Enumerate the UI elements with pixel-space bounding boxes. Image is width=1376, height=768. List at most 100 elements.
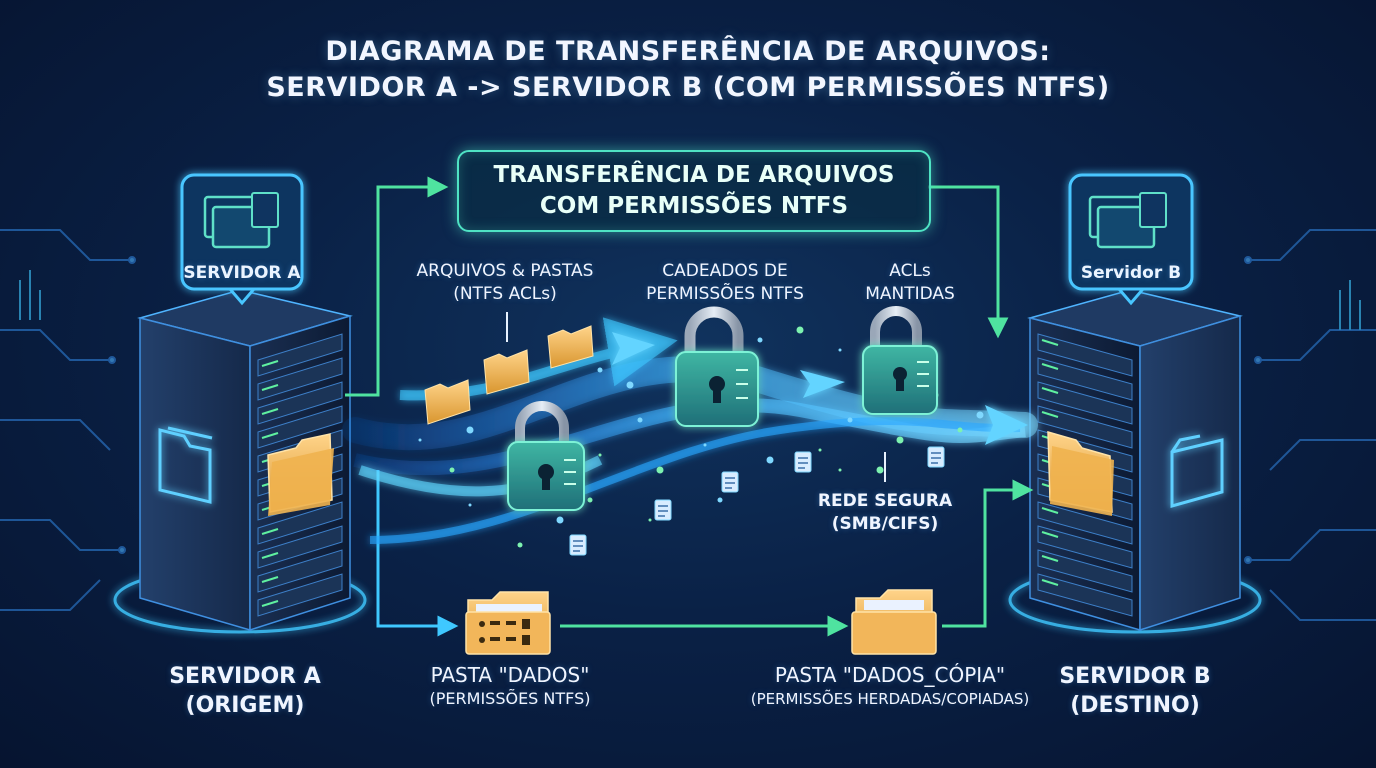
rack-slot <box>1037 549 1133 593</box>
network-label-line1: REDE SEGURA <box>817 491 953 511</box>
arrow-top-left <box>345 176 449 397</box>
checklist-icon <box>736 369 748 399</box>
rack-slot <box>257 357 343 401</box>
locks-label: CADEADOS DE PERMISSÕES NTFS <box>615 260 835 306</box>
rack-slot <box>1037 405 1133 449</box>
files-label: ARQUIVOS & PASTAS (NTFS ACLs) <box>395 260 615 306</box>
document-icon <box>569 534 587 556</box>
folder-stack-icon <box>203 192 279 249</box>
particle-dot <box>637 417 643 423</box>
particle-dot <box>556 516 564 524</box>
folder-outline-icon <box>1170 434 1224 508</box>
particle-dot <box>766 456 774 464</box>
folder-dados-copia-label-line2: (PERMISSÕES HERDADAS/COPIADAS) <box>750 690 1030 708</box>
folder-icon <box>267 433 334 516</box>
folder-dados-icon <box>465 591 551 655</box>
folder-icon <box>483 349 530 395</box>
server-a-label-line1: SERVIDOR A <box>169 664 321 689</box>
rack-slot <box>257 333 343 377</box>
arrow-bottom-right <box>942 479 1034 628</box>
server-b-tag-box <box>1068 173 1194 306</box>
padlock-icon <box>862 306 938 415</box>
particle-dot <box>976 411 984 419</box>
rack-slot <box>1037 525 1133 569</box>
particle-dot <box>796 326 804 334</box>
network-label-line2: (SMB/CIFS) <box>831 514 939 534</box>
document-icons <box>569 446 945 556</box>
diagram-title-line2: SERVIDOR A -> SERVIDOR B (COM PERMISSÕES… <box>266 72 1110 103</box>
acls-label-line1: ACLs <box>889 261 931 281</box>
document-icon <box>654 499 672 521</box>
particle-dot <box>838 468 842 472</box>
folder-dados-label-line2: (PERMISSÕES NTFS) <box>429 689 591 708</box>
server-b-tag: Servidor B <box>1080 263 1182 283</box>
network-label: REDE SEGURA (SMB/CIFS) <box>770 490 1000 536</box>
particle-dot <box>468 503 472 507</box>
diagram-title-line1: DIAGRAMA DE TRANSFERÊNCIA DE ARQUIVOS: <box>325 36 1051 67</box>
rack-slot <box>1037 333 1133 377</box>
folder-stack-icon <box>1088 192 1167 249</box>
rack-slot <box>257 525 343 569</box>
locks-label-line2: PERMISSÕES NTFS <box>646 284 804 304</box>
rack-slot <box>1037 501 1133 545</box>
particle-dot <box>626 381 634 389</box>
rack-slot <box>257 573 343 617</box>
particle-dot <box>838 348 842 352</box>
particle-dot <box>896 436 904 444</box>
particle-dot <box>597 367 603 373</box>
rack-slot <box>257 405 343 449</box>
acls-label-line2: MANTIDAS <box>865 284 955 304</box>
folder-dados-label-line1: PASTA "DADOS" <box>430 663 590 687</box>
folder-dados-copia-label: PASTA "DADOS_CÓPIA" (PERMISSÕES HERDADAS… <box>700 662 1080 710</box>
padlock-icon <box>675 306 759 427</box>
particle-dot <box>847 417 853 423</box>
server-a-label: SERVIDOR A (ORIGEM) <box>150 662 340 720</box>
folder-dados-copia-label-line1: PASTA "DADOS_CÓPIA" <box>774 663 1006 687</box>
files-label-line2: (NTFS ACLs) <box>453 284 557 304</box>
folder-outline-icon <box>158 426 213 504</box>
particle-dot <box>598 453 602 457</box>
rack-slot <box>1037 357 1133 401</box>
folder-dados-copia-icon <box>851 589 937 655</box>
rack-slot <box>257 549 343 593</box>
banner-line2: COM PERMISSÕES NTFS <box>539 193 849 219</box>
arrow-top-right <box>928 185 1009 339</box>
document-icon <box>927 446 945 468</box>
particle-dot <box>717 497 723 503</box>
arrow-bottom-left <box>376 470 459 637</box>
particle-dot <box>418 438 422 442</box>
rack-slot <box>257 501 343 545</box>
padlock-icon <box>507 401 585 511</box>
circuit-lines-right <box>1244 229 1376 621</box>
particle-dot <box>517 542 523 548</box>
checklist-icon <box>917 361 929 387</box>
server-a-tag: SERVIDOR A <box>183 263 301 283</box>
document-icon <box>721 471 739 493</box>
files-label-line1: ARQUIVOS & PASTAS <box>416 261 594 281</box>
circuit-lines-left <box>0 229 136 611</box>
banner-line1: TRANSFERÊNCIA DE ARQUIVOS <box>493 162 895 188</box>
folder-icon <box>1047 430 1114 516</box>
particle-dot <box>957 427 963 433</box>
server-b-label: SERVIDOR B (DESTINO) <box>1040 662 1230 720</box>
folder-dados-label: PASTA "DADOS" (PERMISSÕES NTFS) <box>395 662 625 710</box>
checklist-icon <box>564 459 576 485</box>
particle-dot <box>449 467 455 473</box>
particle-dot <box>466 426 474 434</box>
server-a-tag-box <box>180 173 304 306</box>
arrow-icon <box>612 332 1028 445</box>
particle-dot <box>648 518 652 522</box>
transfer-banner: TRANSFERÊNCIA DE ARQUIVOS COM PERMISSÕES… <box>457 150 931 232</box>
folder-icon <box>424 379 471 425</box>
rack-slot <box>1037 573 1133 617</box>
particle-dot <box>587 497 593 503</box>
server-b-label-line1: SERVIDOR B <box>1059 664 1211 689</box>
particle-dot <box>703 443 707 447</box>
acls-label: ACLs MANTIDAS <box>845 260 975 306</box>
particle-dot <box>818 448 822 452</box>
particle-dot <box>876 466 884 474</box>
locks-label-line1: CADEADOS DE <box>662 261 788 281</box>
folder-icon <box>547 325 594 369</box>
particle-dot <box>757 337 763 343</box>
